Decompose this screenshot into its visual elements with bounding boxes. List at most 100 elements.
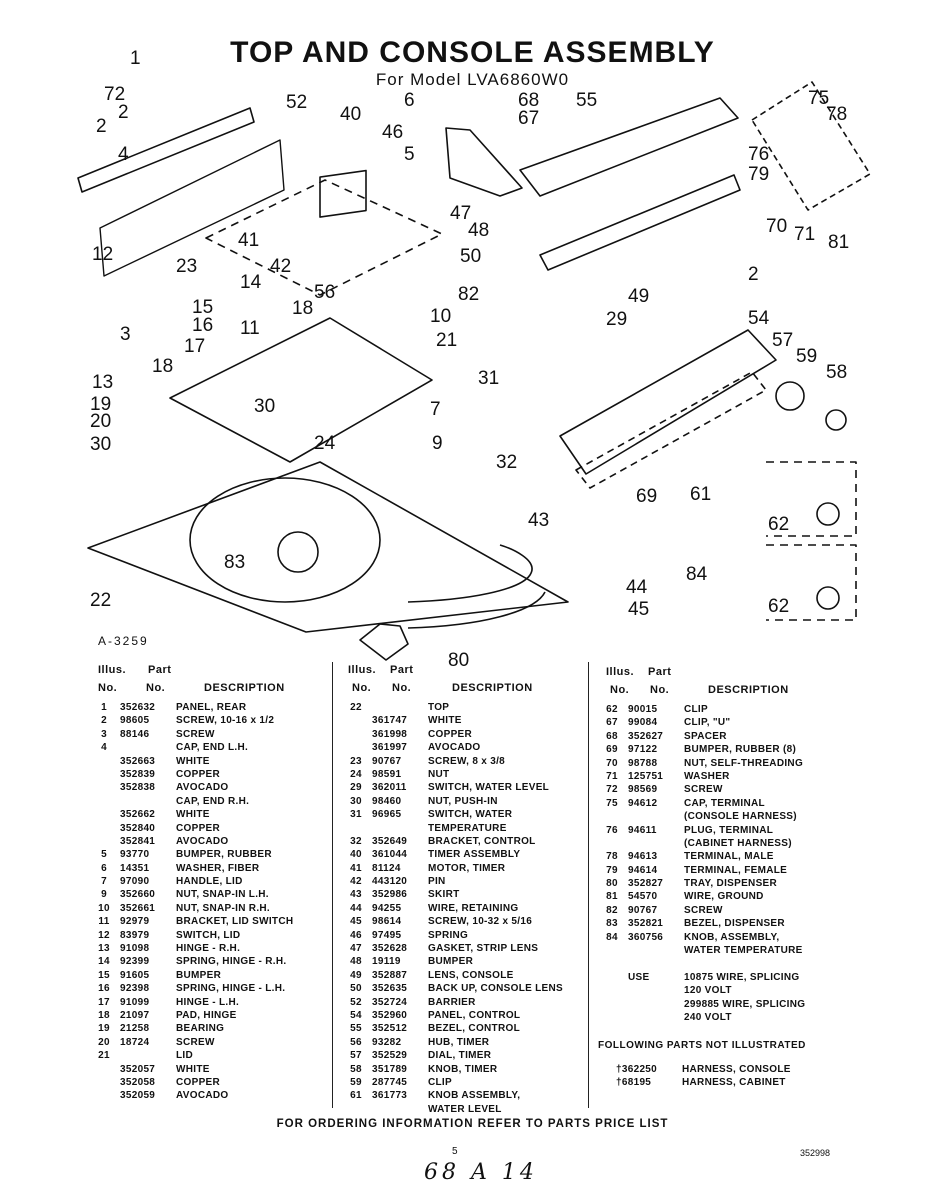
illus-number: 17 [98, 996, 110, 1008]
illus-number: 16 [98, 983, 110, 995]
callout-label: 70 [766, 216, 787, 237]
parts-row: 352662 WHITE [92, 809, 328, 822]
part-description: SPRING, HINGE - L.H. [176, 983, 286, 995]
callout-label: 81 [828, 232, 849, 253]
callout-label: 2 [748, 264, 759, 285]
callout-label: 18 [152, 356, 173, 377]
part-description: CAP, END L.H. [176, 742, 249, 754]
part-description: SCREW [176, 1036, 215, 1048]
part-number: 14351 [120, 862, 150, 874]
part-number: 98569 [628, 784, 658, 796]
illus-number: 59 [350, 1076, 362, 1088]
callout-label: 17 [184, 336, 205, 357]
part-description: TERMINAL, MALE [684, 851, 774, 863]
part-description: AVOCADO [176, 835, 229, 847]
part-description: SPACER [684, 730, 727, 742]
part-description: SWITCH, LID [176, 929, 241, 941]
part-number: 91605 [120, 969, 150, 981]
callout-label: 72 [104, 84, 125, 105]
callout-label: 54 [748, 308, 770, 329]
part-number: 361044 [372, 849, 408, 861]
part-number: 94611 [628, 824, 657, 836]
part-description: HANDLE, LID [176, 876, 243, 888]
lid-shape [169, 317, 433, 463]
part-number: USE [628, 971, 650, 983]
part-number: 83979 [120, 929, 150, 941]
part-number: 21097 [120, 1009, 150, 1021]
knob-frame-84 [766, 544, 857, 621]
callout-label: 15 [192, 297, 213, 318]
callout-label: 84 [686, 564, 708, 585]
illus-number: 56 [350, 1036, 362, 1048]
part-number: 54570 [628, 891, 658, 903]
part-description: KNOB, ASSEMBLY, [684, 931, 780, 943]
part-number: 361997 [372, 742, 408, 754]
part-number: 352059 [120, 1090, 156, 1102]
illus-number: 32 [350, 835, 362, 847]
illus-number: 68 [606, 730, 618, 742]
callout-label: 1 [130, 48, 141, 69]
callout-label: 55 [576, 90, 597, 111]
rear-panel-shape [77, 107, 255, 193]
callout-label: 3 [120, 324, 131, 345]
part-number: 98614 [372, 916, 402, 928]
callout-label: 32 [496, 452, 517, 473]
callout-label: 4 [118, 144, 129, 165]
callout-label: 62 [768, 596, 789, 617]
part-number: 92979 [120, 916, 150, 928]
col2-header-part: Part [390, 664, 414, 676]
part-number: 94612 [628, 797, 658, 809]
illus-number: 24 [350, 768, 362, 780]
tub-opening-shape [189, 477, 381, 603]
part-description: BUMPER, RUBBER [176, 849, 272, 861]
part-description: PLUG, TERMINAL [684, 824, 774, 836]
part-number: 352821 [628, 918, 664, 930]
parts-row: TEMPERATURE [344, 823, 584, 836]
illus-number: 30 [350, 795, 362, 807]
part-description: PAD, HINGE [176, 1009, 237, 1021]
parts-row: (CONSOLE HARNESS) [600, 811, 840, 824]
callout-label: 82 [458, 284, 479, 305]
part-description: CLIP, "U" [684, 717, 731, 729]
illus-number: 47 [350, 943, 362, 955]
part-description: WHITE [176, 809, 210, 821]
part-number: 96965 [372, 809, 402, 821]
illus-number: 31 [350, 809, 362, 821]
callout-label: 24 [314, 433, 336, 454]
part-description: BUMPER, RUBBER (8) [684, 744, 797, 756]
col3-header-part-no: No. [650, 684, 670, 696]
part-number: 81124 [372, 862, 401, 874]
part-number: 352662 [120, 809, 156, 821]
callout-label: 31 [478, 368, 499, 389]
illus-number: 7 [101, 876, 107, 888]
part-number: 352529 [372, 1050, 408, 1062]
part-number: 97495 [372, 929, 402, 941]
column-divider [332, 662, 333, 1108]
part-number: 352661 [120, 902, 156, 914]
part-number: 361747 [372, 715, 408, 727]
part-number: 98605 [120, 715, 150, 727]
illus-number: 6 [101, 862, 107, 874]
illus-number: 76 [606, 824, 618, 836]
illus-number: 84 [606, 931, 618, 943]
dial-shape [775, 381, 805, 411]
knob-frame-61 [766, 461, 857, 537]
illus-number: 54 [350, 1009, 362, 1021]
part-description: BEZEL, CONTROL [428, 1023, 520, 1035]
timer-area-shape [205, 179, 443, 296]
